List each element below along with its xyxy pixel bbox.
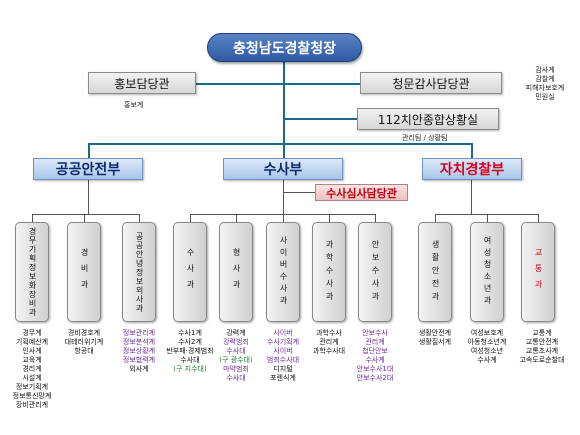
duties-5: 강력계 강력범죄 수사대 (구 광수대) 마약범죄 수사대	[219, 329, 253, 382]
situation-room-box: 112치안종합상황실	[357, 108, 499, 130]
pr-office-box: 홍보담당관	[88, 72, 196, 94]
dept-box-9: 생활안전과	[418, 222, 452, 322]
duties-6: 사이버 수사기획계 사이버 범죄수사대 디지털 포렌식계	[266, 329, 300, 382]
public-safety-bureau: 공공안전부	[33, 158, 143, 180]
dept-box-6: 사이버수사과	[266, 222, 300, 322]
duties-9: 생활안전계 생활질서계	[418, 329, 452, 346]
autonomous-police-bureau: 자치경찰부	[422, 158, 522, 180]
dept-box-10: 여성청소년과	[470, 222, 504, 322]
chief-box: 충청남도경찰청장	[207, 33, 362, 62]
duties-1: 경무계 기획예산계 인사계 교육계 경리계 시설계 정보기획계 정보통신망계 장…	[12, 329, 52, 409]
pr-sub-note: 홍보계	[124, 101, 144, 109]
duties-10: 여성보호계 아동청소년계 여성청소년 수사계	[467, 329, 507, 364]
dept-box-3: 공공안녕정보외사과	[122, 222, 156, 322]
dept-box-8: 안보수사과	[358, 222, 392, 322]
dept-box-4: 수사과	[173, 222, 207, 322]
dept-box-7: 과학수사과	[312, 222, 346, 322]
situation-sub-note: 관리팀 / 상황팀	[402, 134, 448, 142]
investigation-review-office: 수사심사담당관	[315, 184, 408, 201]
duties-3: 정보관리계 정보분석계 정보상황계 정보협력계 외사계	[122, 329, 156, 373]
duties-2: 경비경호계 대테러위기계 항공대	[64, 329, 104, 355]
audit-sub-note: 감사계 감찰계 피해자보호계 민원실	[525, 66, 565, 101]
duties-8: 안보수사 관리계 첩단안보 수사계 안보수사1대 안보수사2대	[356, 329, 394, 382]
dept-box-1: 경무기획정보화장비과	[15, 222, 49, 322]
duties-11: 교통계 교통안전계 교통조사계 고속도로순찰대	[519, 329, 565, 364]
dept-box-11: 교통과	[521, 222, 555, 322]
duties-4: 수사1계 수사2계 반부패·경제범죄 수사대 (구 지수대)	[166, 329, 214, 373]
audit-office-box: 청문감사담당관	[360, 72, 502, 94]
dept-box-5: 형사과	[219, 222, 253, 322]
dept-box-2: 경비과	[67, 222, 101, 322]
duties-7: 과학수사 관리계 과학수사대	[312, 329, 346, 355]
investigation-bureau: 수사부	[223, 158, 343, 180]
